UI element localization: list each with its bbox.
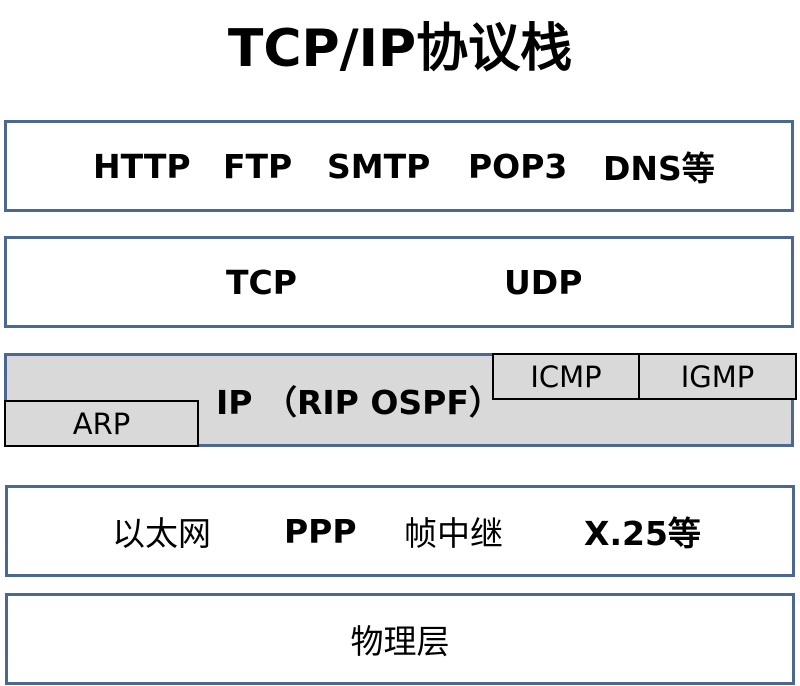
protocol-udp: UDP (504, 262, 583, 302)
protocol-igmp-box: IGMP (638, 353, 797, 400)
network-layer-box: IP （RIP OSPF） ARP ICMP IGMP (4, 353, 797, 447)
physical-layer-label: 物理层 (350, 622, 450, 661)
protocol-dns: DNS等 (603, 149, 715, 188)
protocol-smtp: SMTP (327, 146, 431, 186)
protocol-ethernet: 以太网 (112, 514, 211, 553)
protocol-pop3: POP3 (468, 146, 568, 186)
protocol-icmp-box: ICMP (492, 353, 640, 400)
protocol-frame-relay: 帧中继 (404, 514, 503, 553)
protocol-x25: X.25等 (584, 514, 701, 553)
transport-layer-box: TCP UDP (4, 236, 794, 328)
protocol-ftp: FTP (223, 146, 293, 186)
application-layer-box: HTTP FTP SMTP POP3 DNS等 (4, 120, 794, 212)
protocol-tcp: TCP (226, 262, 297, 302)
protocol-ppp: PPP (284, 511, 357, 551)
diagram-title: TCP/IP协议栈 (227, 19, 573, 79)
physical-layer-box: 物理层 (5, 593, 795, 685)
protocol-arp-box: ARP (4, 400, 199, 447)
protocol-ip-label: IP （RIP OSPF） (216, 383, 502, 422)
protocol-http: HTTP (93, 146, 191, 186)
link-layer-box: 以太网 PPP 帧中继 X.25等 (5, 485, 795, 577)
